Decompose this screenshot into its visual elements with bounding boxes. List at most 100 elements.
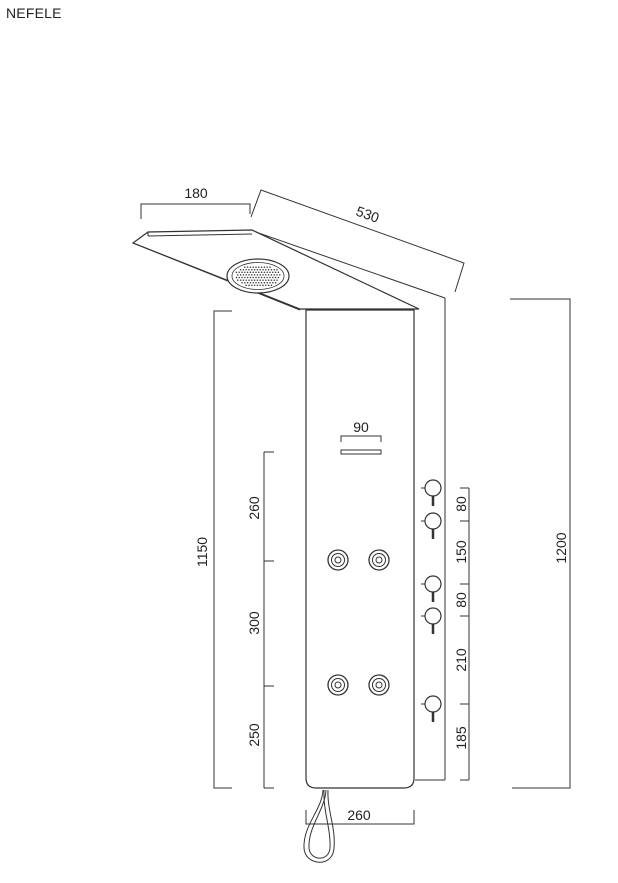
nozzle-hole xyxy=(244,281,246,284)
valve-handle-icon xyxy=(421,512,442,539)
nozzle-hole xyxy=(272,281,274,284)
nozzle-hole xyxy=(246,271,249,274)
dimension-label: 260 xyxy=(347,807,371,823)
dimension-top-slot: 90 xyxy=(340,419,382,442)
dimension-label: 1150 xyxy=(194,537,210,567)
nozzle-hole xyxy=(253,279,256,281)
nozzle-hole xyxy=(237,274,239,276)
body-jet-icon xyxy=(327,674,349,696)
dimension-label: 530 xyxy=(354,203,382,226)
dimension-label: 260 xyxy=(246,496,262,520)
nozzle-hole xyxy=(248,268,250,271)
nozzle-hole xyxy=(259,274,261,276)
dimension-label: 150 xyxy=(453,540,469,564)
nozzle-hole xyxy=(239,268,242,271)
nozzle-hole xyxy=(252,271,254,274)
nozzle-hole xyxy=(241,271,243,274)
nozzle-hole xyxy=(253,274,256,276)
nozzle-hole xyxy=(274,271,277,274)
nozzle-hole xyxy=(251,279,253,281)
nozzle-hole xyxy=(269,276,271,279)
body-jet-icon xyxy=(327,549,349,571)
slot-icon xyxy=(340,449,382,455)
dimension-label: 250 xyxy=(246,723,262,747)
nozzle-hole xyxy=(255,266,257,268)
nozzle-hole xyxy=(265,279,267,281)
nozzle-hole xyxy=(249,271,252,274)
dimension-panel-width: 260 xyxy=(305,807,415,825)
nozzle-hole xyxy=(244,266,246,268)
nozzle-hole xyxy=(270,274,273,276)
nozzle-hole xyxy=(276,274,278,276)
nozzle-hole xyxy=(245,279,247,281)
nozzle-hole xyxy=(266,266,268,268)
nozzle-hole xyxy=(249,276,252,279)
nozzle-hole xyxy=(248,274,250,276)
nozzle-hole xyxy=(260,276,263,279)
nozzle-hole xyxy=(251,284,253,287)
nozzle-hole xyxy=(262,274,264,276)
nozzle-hole xyxy=(279,274,281,276)
nozzle-hole xyxy=(276,279,278,281)
nozzle-hole xyxy=(237,279,239,281)
nozzle-hole xyxy=(242,279,245,281)
nozzle-hole xyxy=(255,271,257,274)
nozzle-hole xyxy=(274,276,277,279)
nozzle-hole xyxy=(244,271,246,274)
dimension-head-length: 530 xyxy=(250,189,465,293)
nozzle-hole xyxy=(238,271,240,274)
dimension-label: 185 xyxy=(453,726,469,750)
nozzle-hole xyxy=(252,281,254,284)
nozzle-hole xyxy=(263,266,266,268)
nozzle-hole xyxy=(253,284,256,287)
body-jet-icon xyxy=(368,674,390,696)
nozzle-hole xyxy=(265,284,267,287)
dimension-label: 210 xyxy=(453,648,469,672)
rear-column xyxy=(249,229,446,781)
nozzle-hole xyxy=(258,271,260,274)
nozzle-hole xyxy=(272,276,274,279)
dimension-overall-height: 1200 xyxy=(510,298,571,789)
nozzle-hole xyxy=(260,266,263,268)
nozzle-hole xyxy=(242,268,245,271)
nozzle-hole xyxy=(262,268,264,271)
nozzle-hole xyxy=(266,281,268,284)
nozzle-hole xyxy=(235,271,238,274)
nozzle-hole xyxy=(267,284,270,287)
dimension-label: 80 xyxy=(453,592,469,608)
nozzle-hole xyxy=(263,281,266,284)
nozzle-hole xyxy=(256,279,259,281)
nozzle-hole xyxy=(252,266,254,268)
nozzle-hole xyxy=(266,276,268,279)
nozzle-hole xyxy=(245,268,247,271)
nozzle-hole xyxy=(246,281,249,284)
valve-handle-icon xyxy=(421,607,442,634)
nozzle-hole xyxy=(277,276,280,279)
nozzle-hole xyxy=(249,281,252,284)
nozzle-hole xyxy=(245,284,247,287)
dimension-label: 180 xyxy=(184,185,208,201)
nozzle-hole xyxy=(267,274,270,276)
nozzle-hole xyxy=(235,276,238,279)
nozzle-hole xyxy=(273,279,275,281)
dimension-valve-chain: 80 150 80 210 185 xyxy=(453,487,470,781)
nozzle-hole xyxy=(267,279,270,281)
nozzle-hole xyxy=(251,268,253,271)
dimension-jet-chain: 260 300 250 xyxy=(246,451,274,789)
nozzle-hole xyxy=(267,268,270,271)
nozzle-hole xyxy=(246,266,249,268)
nozzle-hole xyxy=(258,276,260,279)
nozzle-hole xyxy=(259,284,261,287)
dimension-label: 90 xyxy=(353,419,369,435)
dimension-label: 80 xyxy=(453,496,469,512)
nozzle-hole xyxy=(248,279,250,281)
nozzle-hole xyxy=(262,279,264,281)
nozzle-hole xyxy=(273,268,275,271)
nozzle-hole xyxy=(252,276,254,279)
nozzle-hole xyxy=(256,284,259,287)
valve-handle-icon xyxy=(421,695,442,722)
nozzle-hole xyxy=(241,276,243,279)
nozzle-hole xyxy=(263,271,266,274)
dimension-label: 300 xyxy=(246,611,262,635)
nozzle-hole xyxy=(265,274,267,276)
